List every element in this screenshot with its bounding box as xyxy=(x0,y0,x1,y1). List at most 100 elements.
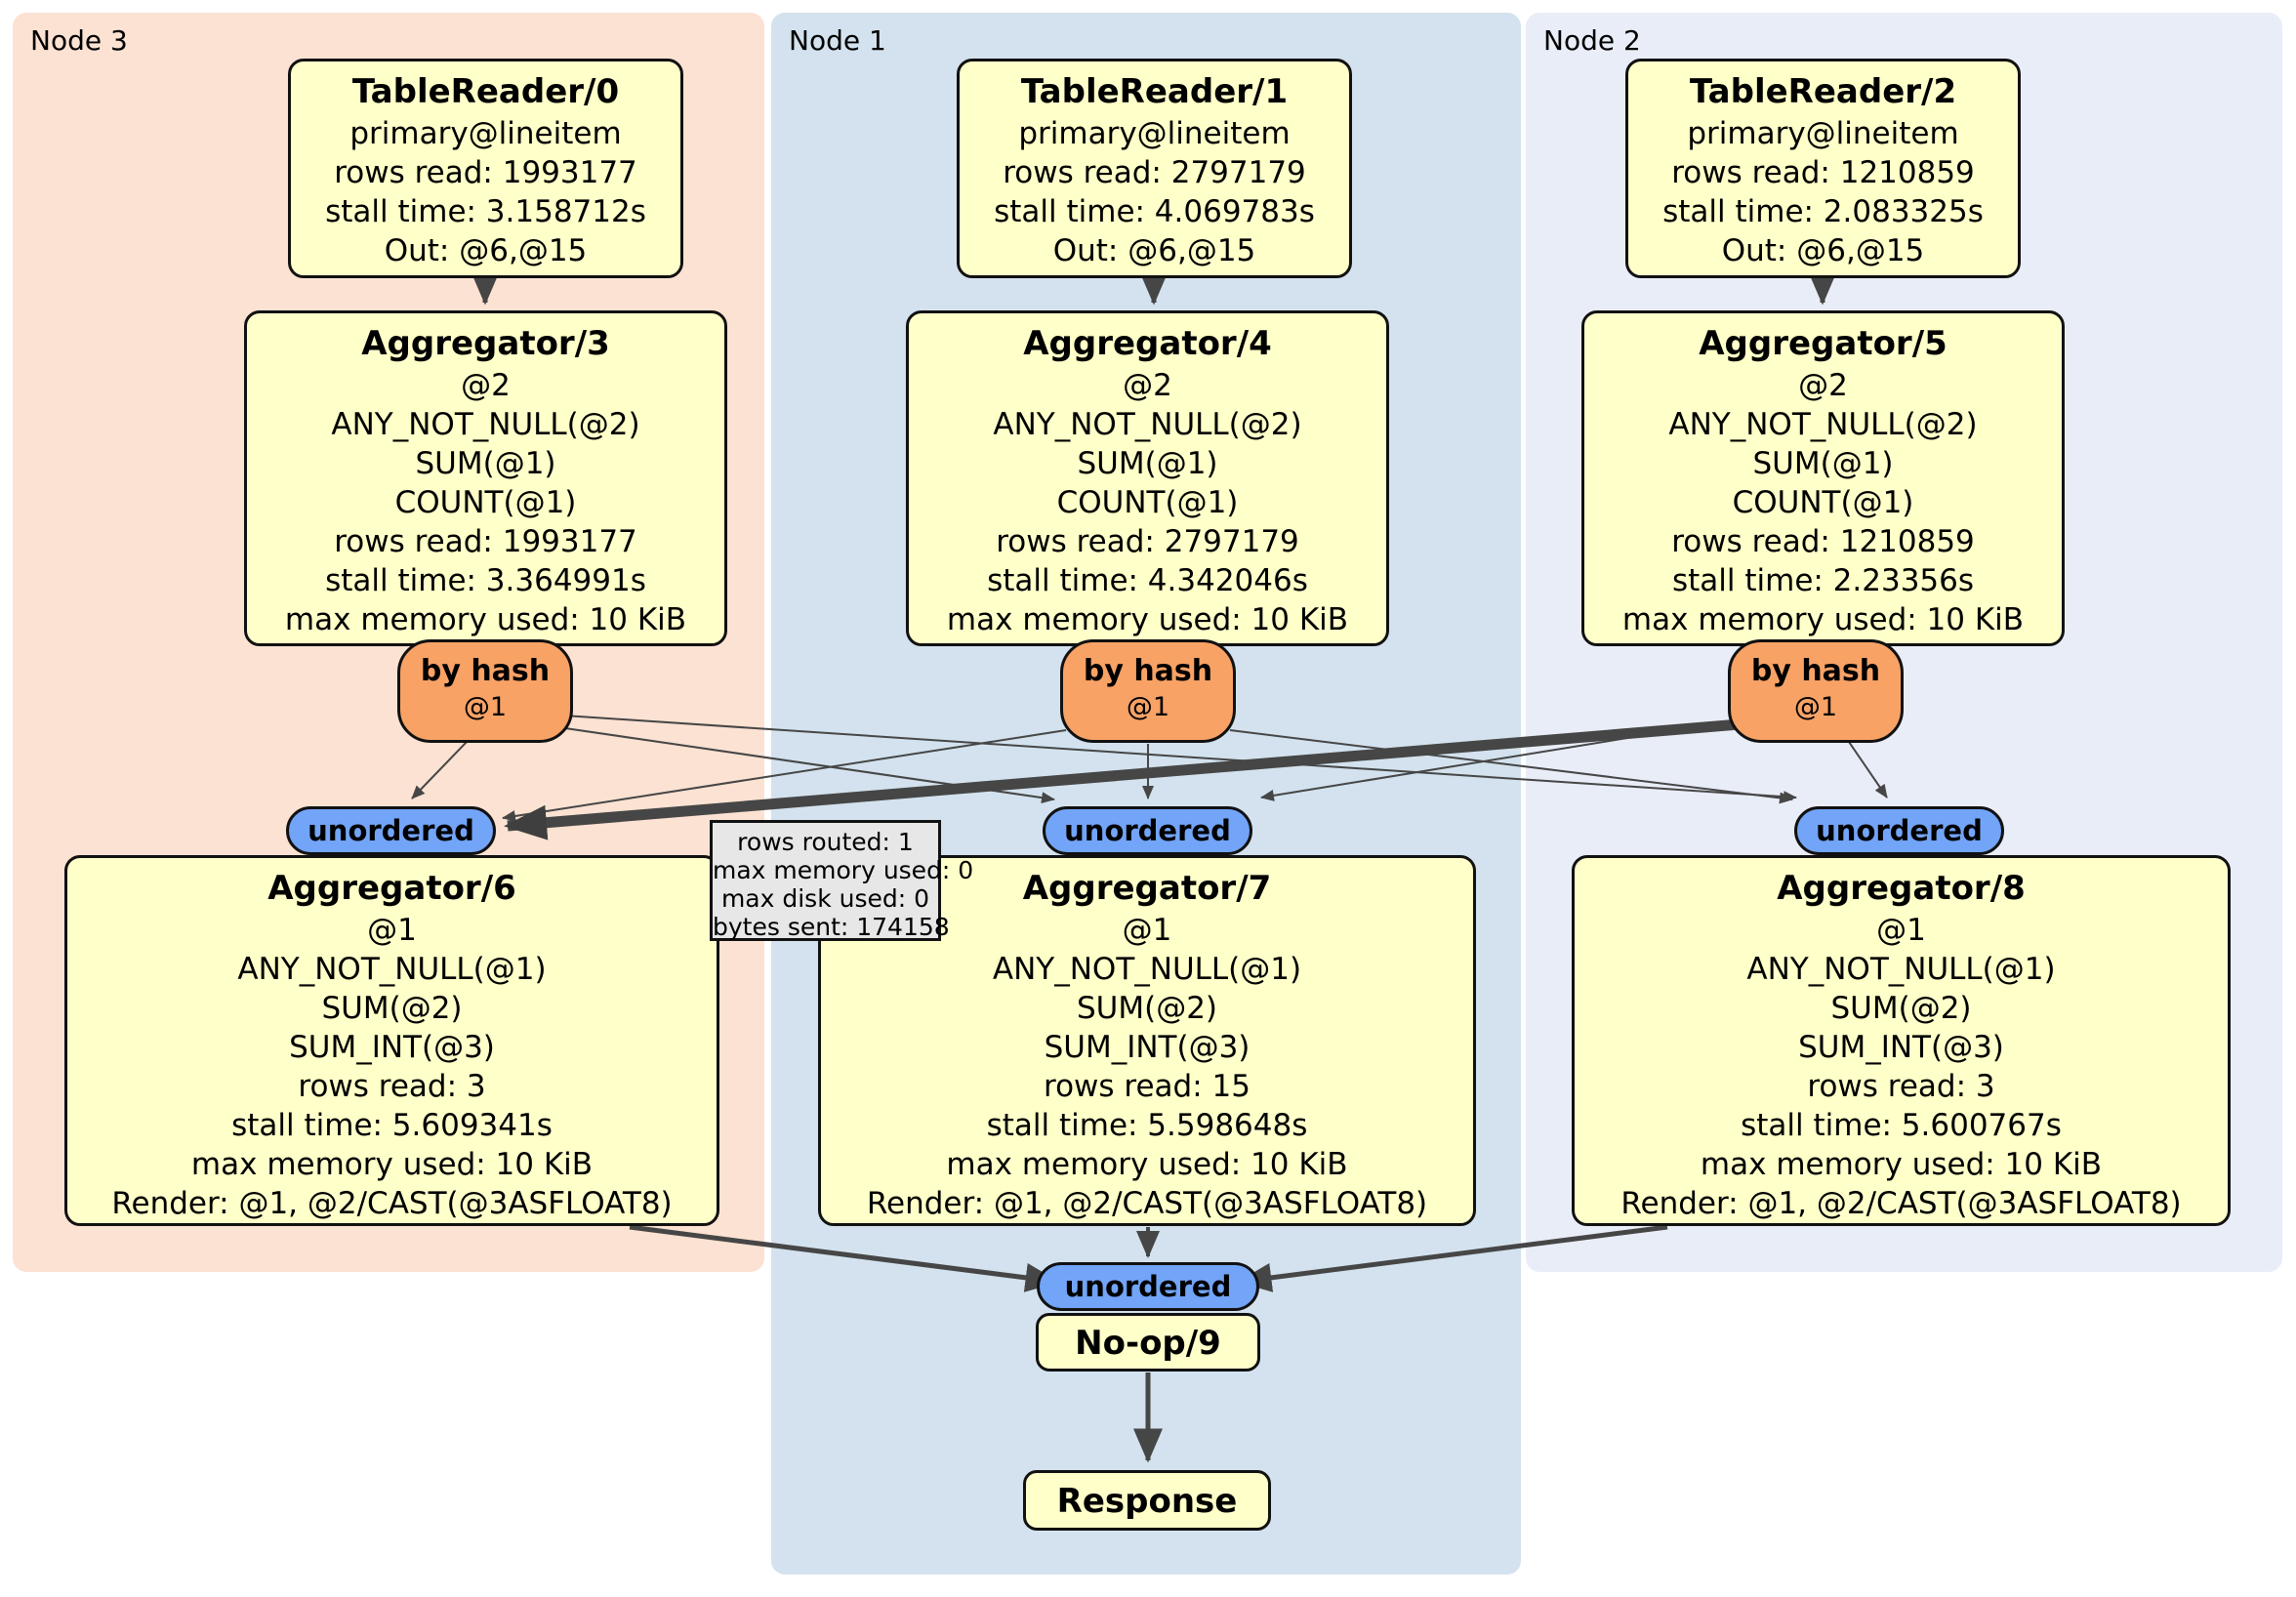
tooltip-line: max memory used: 0 xyxy=(713,856,974,884)
operator-detail: rows read: 1210859 xyxy=(1671,155,1975,190)
operator-detail: stall time: 2.083325s xyxy=(1662,194,1984,229)
edge-aggregator6-unordered-final[interactable] xyxy=(629,1224,1060,1292)
operator-detail: Out: @6,@15 xyxy=(384,233,588,268)
edge-byhash-node3-unordered-node2[interactable] xyxy=(563,715,1797,803)
operator-detail: Out: @6,@15 xyxy=(1052,233,1256,268)
operator-detail: ANY_NOT_NULL(@1) xyxy=(992,952,1302,987)
operator-detail: @1 xyxy=(367,913,417,948)
operator-title: Aggregator/8 xyxy=(1777,869,2026,908)
operator-detail: @1 xyxy=(1876,913,1926,948)
operator-detail: rows read: 1993177 xyxy=(334,524,637,559)
operator-aggregator-4[interactable]: Aggregator/4 @2 ANY_NOT_NULL(@2) SUM(@1)… xyxy=(906,310,1389,646)
router-label: by hash xyxy=(420,654,551,688)
node-panel-label: Node 3 xyxy=(30,24,128,57)
operator-detail: @1 xyxy=(1122,913,1172,948)
tooltip-line: max disk used: 0 xyxy=(720,884,930,913)
operator-detail: @2 xyxy=(1798,368,1848,403)
sync-unordered-final[interactable]: unordered xyxy=(1037,1262,1259,1311)
node-panel-label: Node 2 xyxy=(1543,24,1641,57)
sync-unordered-node1[interactable]: unordered xyxy=(1043,806,1252,855)
operator-detail: SUM_INT(@3) xyxy=(289,1030,495,1065)
operator-detail: rows read: 15 xyxy=(1044,1069,1250,1104)
operator-detail: SUM_INT(@3) xyxy=(1044,1030,1250,1065)
operator-detail: ANY_NOT_NULL(@2) xyxy=(1668,407,1978,442)
operator-detail: COUNT(@1) xyxy=(394,485,577,520)
tooltip-line: rows routed: 1 xyxy=(737,828,914,856)
operator-detail: primary@lineitem xyxy=(1018,116,1291,151)
operator-response[interactable]: Response xyxy=(1023,1470,1271,1531)
operator-title: Aggregator/5 xyxy=(1699,324,1948,363)
operator-detail: rows read: 2797179 xyxy=(996,524,1299,559)
operator-tablereader-0[interactable]: TableReader/0 primary@lineitem rows read… xyxy=(288,59,683,278)
router-label: by hash xyxy=(1083,654,1213,688)
operator-detail: stall time: 2.23356s xyxy=(1671,563,1975,598)
operator-aggregator-3[interactable]: Aggregator/3 @2 ANY_NOT_NULL(@2) SUM(@1)… xyxy=(244,310,727,646)
operator-title: Aggregator/4 xyxy=(1023,324,1272,363)
operator-detail: stall time: 5.600767s xyxy=(1741,1108,2062,1143)
operator-title: Aggregator/6 xyxy=(267,869,516,908)
edge-stats-tooltip: rows routed: 1 max memory used: 0 max di… xyxy=(710,820,974,941)
router-by-hash-node1[interactable]: by hash @1 xyxy=(1060,639,1236,743)
operator-detail: SUM(@2) xyxy=(1830,991,1972,1026)
operator-detail: stall time: 3.364991s xyxy=(325,563,646,598)
operator-title: Aggregator/3 xyxy=(361,324,610,363)
edge-byhash-node1-unordered-node3[interactable] xyxy=(502,729,1067,822)
operator-detail: SUM(@2) xyxy=(1076,991,1218,1026)
operator-detail: max memory used: 10 KiB xyxy=(1621,602,2025,637)
operator-detail: primary@lineitem xyxy=(349,116,622,151)
operator-detail: SUM_INT(@3) xyxy=(1798,1030,2004,1065)
sync-unordered-node3[interactable]: unordered xyxy=(286,806,496,855)
operator-detail: Render: @1, @2/CAST(@3ASFLOAT8) xyxy=(111,1186,673,1221)
router-by-hash-node3[interactable]: by hash @1 xyxy=(397,639,573,743)
operator-detail: stall time: 3.158712s xyxy=(325,194,646,229)
operator-detail: ANY_NOT_NULL(@2) xyxy=(993,407,1302,442)
router-detail: @1 xyxy=(463,692,508,722)
operator-title: TableReader/2 xyxy=(1689,72,1957,111)
operator-detail: ANY_NOT_NULL(@2) xyxy=(331,407,640,442)
operator-detail: max memory used: 10 KiB xyxy=(284,602,687,637)
operator-detail: rows read: 1993177 xyxy=(334,155,637,190)
node-panel-label: Node 1 xyxy=(789,24,886,57)
operator-title: Aggregator/7 xyxy=(1022,869,1272,908)
operator-detail: ANY_NOT_NULL(@1) xyxy=(237,952,547,987)
operator-tablereader-1[interactable]: TableReader/1 primary@lineitem rows read… xyxy=(957,59,1352,278)
edge-byhash-node1-unordered-node2[interactable] xyxy=(1229,729,1793,804)
sync-unordered-node2[interactable]: unordered xyxy=(1794,806,2004,855)
operator-detail: SUM(@1) xyxy=(1077,446,1218,481)
operator-tablereader-2[interactable]: TableReader/2 primary@lineitem rows read… xyxy=(1625,59,2021,278)
operator-noop-9[interactable]: No-op/9 xyxy=(1036,1313,1260,1372)
operator-aggregator-6[interactable]: Aggregator/6 @1 ANY_NOT_NULL(@1) SUM(@2)… xyxy=(64,855,719,1226)
router-by-hash-node2[interactable]: by hash @1 xyxy=(1728,639,1904,743)
operator-aggregator-7[interactable]: Aggregator/7 @1 ANY_NOT_NULL(@1) SUM(@2)… xyxy=(818,855,1476,1226)
operator-detail: max memory used: 10 KiB xyxy=(946,602,1349,637)
operator-detail: Render: @1, @2/CAST(@3ASFLOAT8) xyxy=(1620,1186,2182,1221)
operator-detail: primary@lineitem xyxy=(1687,116,1959,151)
edge-aggregator8-unordered-final[interactable] xyxy=(1237,1224,1668,1292)
operator-detail: stall time: 4.069783s xyxy=(994,194,1315,229)
operator-detail: @2 xyxy=(461,368,511,403)
operator-aggregator-8[interactable]: Aggregator/8 @1 ANY_NOT_NULL(@1) SUM(@2)… xyxy=(1572,855,2231,1226)
router-label: by hash xyxy=(1750,654,1881,688)
edge-byhash-node2-unordered-node1[interactable] xyxy=(1260,719,1737,801)
operator-aggregator-5[interactable]: Aggregator/5 @2 ANY_NOT_NULL(@2) SUM(@1)… xyxy=(1581,310,2065,646)
operator-detail: max memory used: 10 KiB xyxy=(946,1147,1348,1182)
operator-detail: SUM(@1) xyxy=(415,446,556,481)
router-detail: @1 xyxy=(1793,692,1838,722)
operator-detail: stall time: 5.609341s xyxy=(231,1108,553,1143)
operator-detail: SUM(@1) xyxy=(1752,446,1894,481)
operator-detail: COUNT(@1) xyxy=(1732,485,1914,520)
router-detail: @1 xyxy=(1126,692,1170,722)
operator-detail: Render: @1, @2/CAST(@3ASFLOAT8) xyxy=(866,1186,1428,1221)
operator-detail: SUM(@2) xyxy=(321,991,463,1026)
edge-byhash-node2-unordered-node3[interactable] xyxy=(504,718,1741,840)
operator-detail: max memory used: 10 KiB xyxy=(190,1147,594,1182)
operator-detail: stall time: 5.598648s xyxy=(986,1108,1308,1143)
operator-title: TableReader/0 xyxy=(351,72,620,111)
edge-byhash-node2-unordered-node2[interactable] xyxy=(1846,738,1888,798)
operator-detail: COUNT(@1) xyxy=(1056,485,1239,520)
operator-detail: max memory used: 10 KiB xyxy=(1700,1147,2103,1182)
edge-byhash-node3-unordered-node3[interactable] xyxy=(411,741,468,799)
operator-detail: stall time: 4.342046s xyxy=(987,563,1308,598)
